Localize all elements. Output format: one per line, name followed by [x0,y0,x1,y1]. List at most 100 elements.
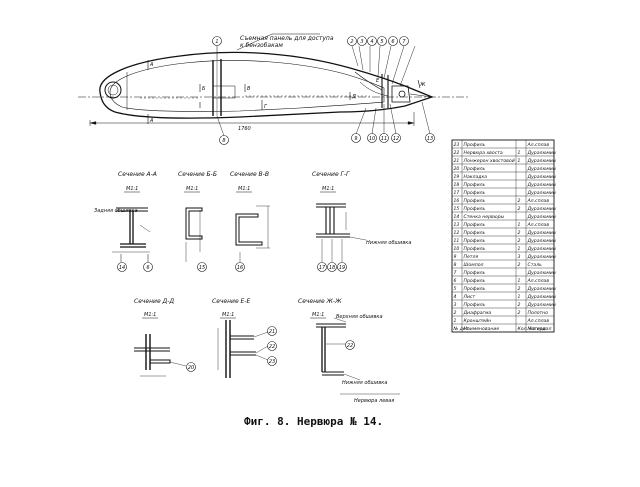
section-d-d: Сечение Д-Д М1:1 20 [134,298,196,377]
table-cell: 12 [454,230,460,236]
table-cell: Дуралюмин [527,294,556,300]
callout-balloon: 10 [367,133,377,143]
table-cell: 9 [454,254,457,260]
table-cell: 21 [454,158,460,164]
callout-balloon: 13 [425,133,435,143]
callout-balloon: 4 [367,36,377,46]
table-cell: 8 [454,262,457,268]
callout-balloon: 3 [357,36,367,46]
table-cell: Профиль [464,198,486,204]
table-cell: 7 [454,270,457,276]
table-cell: № дет. [453,326,470,332]
table-cell: 5 [454,286,457,292]
table-cell: 11 [454,238,460,244]
table-cell: Шомпол [464,262,484,268]
table-cell: 2 [454,310,457,316]
table-cell: Сталь [528,262,543,268]
table-cell: 17 [454,190,460,196]
callout-balloon: 9 [351,133,361,143]
table-cell: Стенка нервюры [464,214,505,220]
section-label: Нервюра левая [354,398,394,404]
section-scale: М1:1 [312,312,324,318]
table-cell: 10 [454,246,460,252]
table-cell: Петля [464,254,479,260]
table-cell: Профиль [464,206,486,212]
table-cell: 1 [518,294,521,300]
section-b-b: Сечение Б-Б М1:1 15 [178,171,217,272]
table-cell: 2 [518,262,521,268]
svg-text:2: 2 [350,39,353,45]
table-cell: 1 [454,318,457,324]
svg-text:4: 4 [370,39,373,45]
callout-balloon: 11 [379,133,389,143]
table-cell: 19 [454,174,460,180]
table-cell: 2 [518,238,521,244]
section-mark: А [149,62,154,68]
section-scale: М1:1 [144,312,156,318]
section-e-e: Сечение Е-Е М1:1 21 22 23 [212,298,277,378]
table-cell: 6 [454,278,457,284]
svg-text:15: 15 [199,265,205,271]
table-cell: 2 [518,206,521,212]
section-mark: Д [351,94,356,100]
table-cell: Ал.сплав [527,278,550,284]
table-cell: Профиль [464,230,486,236]
section-scale: М1:1 [238,186,250,192]
section-mark: А [149,118,154,124]
table-cell: 1 [518,278,521,284]
table-row: 8 Шомпол 2 Сталь [454,262,543,268]
section-mark: Е [376,78,380,84]
section-title: Сечение А-А [118,171,157,178]
front-spar [212,59,222,116]
table-cell: 13 [454,222,460,228]
top-note-line2: к бензобакам [240,42,283,49]
table-cell: Накладка [464,174,488,180]
table-cell: Дуралюмин [527,214,556,220]
table-cell: Ал.сплав [527,198,550,204]
table-cell: Дуралюмин [527,158,556,164]
svg-text:19: 19 [339,265,345,271]
callout-balloon: 5 [377,36,387,46]
table-cell: 3 [454,302,457,308]
table-cell: Дуралюмин [527,206,556,212]
table-cell: Профиль [464,302,486,308]
table-cell: Кол. на изд. [518,326,547,332]
table-cell: Профиль [464,246,486,252]
section-mark: Г [264,104,268,110]
table-cell: Дуралюмин [527,150,556,156]
section-balloon: 6 [143,262,153,272]
table-cell: 23 [454,142,460,148]
rib-inner-contour [109,60,385,112]
table-cell: Профиль [464,166,486,172]
top-note-line1: Съемная панель для доступа [240,35,334,42]
table-cell: 20 [454,166,460,172]
svg-text:1: 1 [215,39,218,45]
section-balloon: 14 [117,262,127,272]
table-cell: Дуралюмин [527,270,556,276]
table-cell: Дуралюмин [527,182,556,188]
callout-balloon: 6 [388,36,398,46]
table-cell: 4 [454,294,457,300]
table-cell: Профиль [464,222,486,228]
table-cell: Дуралюмин [527,254,556,260]
svg-text:7: 7 [402,39,406,45]
svg-text:22: 22 [269,344,275,350]
section-title: Сечение В-В [230,171,269,178]
section-title: Сечение Д-Д [134,298,174,305]
table-cell: Профиль [464,142,486,148]
svg-text:14: 14 [119,265,125,271]
svg-text:6: 6 [391,39,394,45]
table-cell: 1 [518,222,521,228]
